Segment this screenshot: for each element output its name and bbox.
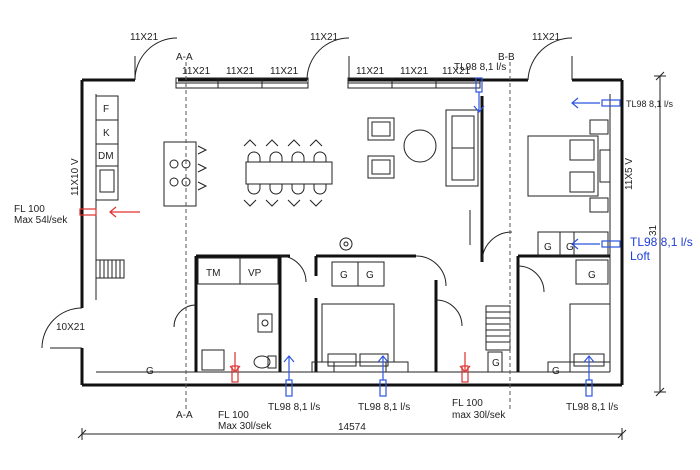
storage-label: G [588, 270, 596, 281]
window-label: 11X10 V [70, 158, 81, 196]
window-label: 11X21 [356, 66, 385, 77]
window-label: 11X21 [182, 66, 211, 77]
storage-label: G [552, 366, 560, 377]
window-label: 11X21 [442, 66, 471, 77]
storage-label: G [544, 242, 552, 253]
exhaust-value: Max 30l/sek [218, 421, 272, 432]
exhaust-label: FL 100 [218, 410, 249, 421]
dimension-labels: 14574 31 [338, 224, 659, 433]
width-dimension: 14574 [338, 422, 366, 433]
room-letters: F K DM TM VP G G G G G G G G [98, 104, 596, 377]
section-label: A-A [176, 410, 193, 421]
dimension-lines [77, 71, 666, 440]
storage-label: G [146, 366, 154, 377]
section-labels: A-A A-A B-B [176, 52, 515, 421]
fridge-label: F [103, 104, 109, 115]
storage-label: G [566, 242, 574, 253]
window-labels: 11X21 11X21 11X21 11X21 11X21 11X21 11X2… [56, 32, 635, 333]
ventilation-labels: FL 100 Max 54l/sek FL 100 Max 30l/sek FL… [14, 62, 693, 432]
kitchen-counter [95, 95, 125, 279]
storage-label: G [492, 358, 500, 369]
window-label: 11X21 [130, 32, 159, 43]
storage-label: G [340, 270, 348, 281]
supply-label: TL98 8,1 l/s [566, 402, 618, 413]
supply-label: TL98 8,1 l/s [358, 402, 410, 413]
top-door-swings [41, 37, 573, 349]
door-label: 10X21 [56, 322, 85, 333]
exhaust-arrows [79, 206, 471, 383]
dryer-label: TM [206, 268, 220, 279]
bedroom-beds [311, 303, 611, 373]
window-label: 11X21 [226, 66, 255, 77]
dining-table [243, 139, 333, 207]
window-label: 11X21 [270, 66, 299, 77]
supply-label: TL98 8,1 l/s [626, 99, 674, 109]
living-room-furniture [339, 109, 479, 251]
window-label: 11X21 [532, 32, 561, 43]
window-label: 11X5 V [624, 158, 635, 190]
interior-walls [173, 96, 610, 373]
loft-label: Loft [630, 249, 651, 263]
kitchen-island [163, 141, 208, 207]
supply-label: TL98 8,1 l/s [268, 402, 320, 413]
supply-loft-label: TL98 8,1 l/s [630, 235, 693, 249]
section-label: A-A [176, 52, 193, 63]
washer-label: VP [248, 268, 262, 279]
exhaust-value: Max 54l/sek [14, 215, 68, 226]
window-label: 11X21 [310, 32, 339, 43]
section-lines [185, 62, 511, 410]
section-label: B-B [498, 52, 515, 63]
storage-label: G [366, 270, 374, 281]
exhaust-label: FL 100 [14, 204, 45, 215]
window-label: 11X21 [400, 66, 429, 77]
exhaust-value: max 30l/sek [452, 410, 506, 421]
height-dimension: 31 [648, 224, 659, 236]
exhaust-label: FL 100 [452, 398, 483, 409]
bathroom-fixtures [201, 313, 277, 371]
kitchen-label: K [103, 128, 110, 139]
dishwasher-label: DM [98, 151, 114, 162]
supply-arrows [283, 77, 621, 397]
supply-label: TL98 8,1 l/s [454, 62, 506, 73]
stair-treads [486, 311, 510, 343]
master-bed [527, 119, 611, 213]
